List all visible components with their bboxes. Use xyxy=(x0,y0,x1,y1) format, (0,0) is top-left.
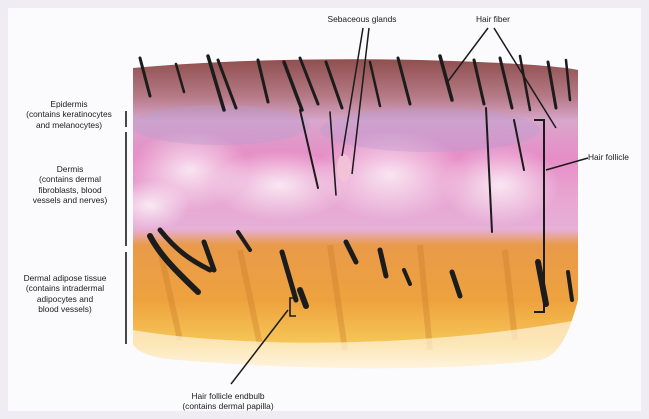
label-sebaceous-glands: Sebaceous glands xyxy=(302,14,422,24)
label-epidermis: Epidermis (contains keratinocytes and me… xyxy=(16,99,122,130)
skin-photo xyxy=(110,56,578,380)
label-dermal-adipose: Dermal adipose tissue (contains intrader… xyxy=(12,273,118,315)
sebaceous-gland xyxy=(337,154,351,182)
label-hair-fiber: Hair fiber xyxy=(458,14,528,24)
label-endbulb: Hair follicle endbulb (contains dermal p… xyxy=(168,391,288,412)
label-dermis: Dermis (contains dermal fibroblasts, blo… xyxy=(22,164,118,206)
label-hair-follicle: Hair follicle xyxy=(588,152,646,162)
